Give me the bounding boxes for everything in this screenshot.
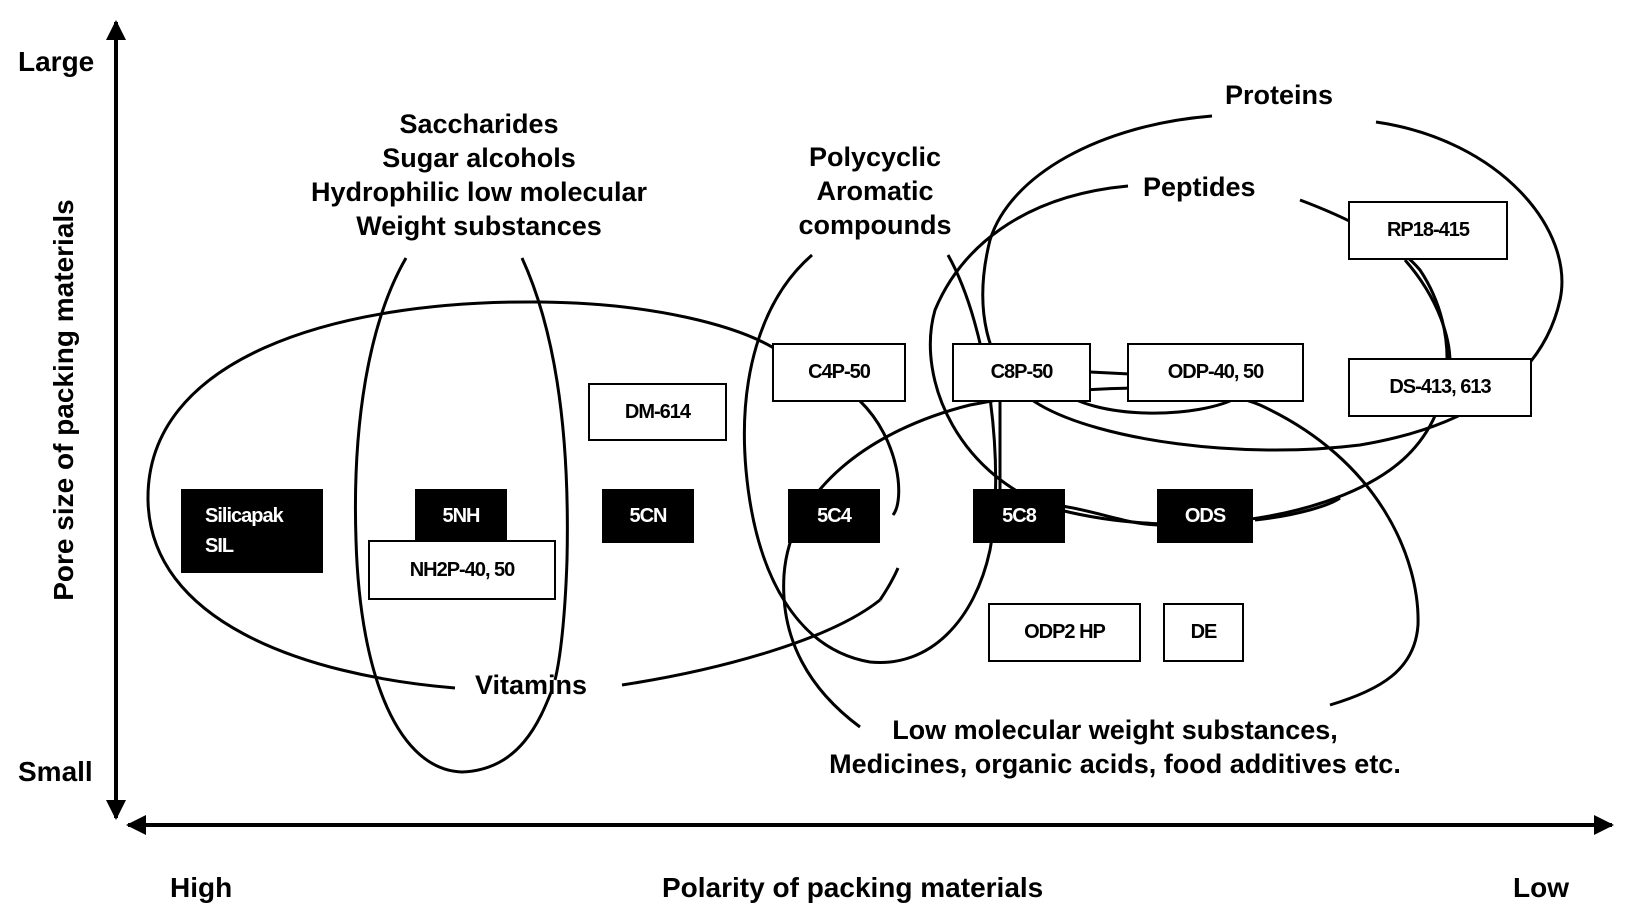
packing-odp2hp: ODP2 HP: [988, 603, 1141, 662]
vitamins-region-arc: [878, 567, 900, 601]
y-axis-large-label: Large: [18, 46, 95, 77]
packing-c4p: C4P-50: [772, 343, 906, 402]
pah-label: Polycyclic Aromatic compounds: [790, 140, 960, 242]
proteins-region: [981, 114, 1564, 452]
c8p-to-odp-link: [1089, 370, 1131, 376]
packing-silicapak-sil: Silicapak SIL: [181, 489, 323, 573]
low-mw-region: [782, 386, 1420, 729]
vitamins-region: [146, 300, 881, 690]
packing-odp: ODP-40, 50: [1127, 343, 1304, 402]
packing-5c8: 5C8: [973, 489, 1065, 543]
packing-5c4: 5C4: [788, 489, 880, 543]
x-axis-low-label: Low: [1513, 872, 1569, 903]
low-mw-label: Low molecular weight substances, Medicin…: [800, 713, 1430, 781]
compounds-line: compounds: [798, 210, 952, 240]
saccharides-line: Saccharides: [399, 109, 559, 139]
packing-de: DE: [1163, 603, 1244, 662]
c4p-to-5c4-link: [858, 399, 901, 516]
x-axis-title: Polarity of packing materials: [662, 872, 1044, 903]
sugar-alcohols-line: Sugar alcohols: [382, 143, 576, 173]
packing-5cn: 5CN: [602, 489, 694, 543]
medicines-line: Medicines, organic acids, food additives…: [829, 749, 1401, 779]
rp18-to-ds-link: [1403, 259, 1452, 363]
packing-c8p: C8P-50: [952, 343, 1091, 402]
pah-region: [742, 253, 998, 664]
peptides-label: Peptides: [1143, 172, 1256, 202]
weight-substances-line: Weight substances: [356, 211, 602, 241]
packing-rp18: RP18-415: [1348, 201, 1508, 260]
packing-5nh: 5NH: [415, 489, 507, 543]
5c8-to-ods-link: [1061, 496, 1341, 527]
y-axis-small-label: Small: [18, 756, 93, 787]
proteins-label: Proteins: [1225, 80, 1334, 110]
y-axis-title: Pore size of packing materials: [48, 199, 79, 601]
packing-ds: DS-413, 613: [1348, 358, 1532, 417]
sil-text: SIL: [205, 535, 234, 557]
aromatic-line: Aromatic: [816, 176, 934, 206]
silicapak-text: Silicapak: [205, 505, 284, 527]
hydrophilic-line: Hydrophilic low molecular: [310, 177, 648, 207]
packing-ods: ODS: [1157, 489, 1253, 543]
packing-nh2p: NH2P-40, 50: [368, 540, 556, 600]
saccharides-region: [353, 257, 569, 774]
low-mw-line: Low molecular weight substances,: [892, 715, 1338, 745]
saccharides-label: Saccharides Sugar alcohols Hydrophilic l…: [297, 107, 661, 243]
x-axis-high-label: High: [170, 872, 233, 903]
polycyclic-line: Polycyclic: [808, 142, 942, 172]
packing-dm614: DM-614: [588, 383, 727, 441]
vitamins-label: Vitamins: [475, 670, 588, 700]
